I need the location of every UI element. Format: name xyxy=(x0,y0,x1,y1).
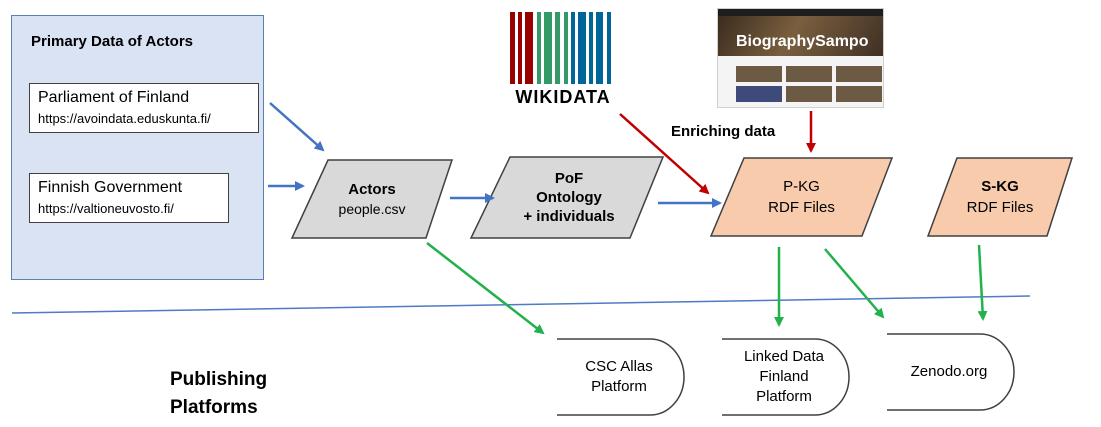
arrow-actors-to-csc xyxy=(426,242,545,335)
parliament-url[interactable]: https://avoindata.eduskunta.fi/ xyxy=(38,111,211,126)
arrow-parliament-to-actors xyxy=(269,102,325,152)
ontology-label-group: PoF Ontology + individuals xyxy=(475,157,663,238)
actors-label-group: Actors people.csv xyxy=(292,160,452,238)
biographysampo-title: BiographySampo xyxy=(736,33,869,50)
wikidata-barcode-icon xyxy=(510,12,611,84)
linked-data-finland-label: Linked Data Finland Platform xyxy=(722,339,846,415)
ontology-parallelogram xyxy=(469,156,665,239)
pkg-parallelogram xyxy=(709,157,894,237)
linked-data-line-3: Platform xyxy=(756,388,812,405)
arrow-skg-to-zenodo xyxy=(977,244,988,321)
csc-allas-line-1: CSC Allas xyxy=(585,358,653,375)
csc-allas-label: CSC Allas Platform xyxy=(557,339,681,415)
pkg-label-group: P-KG RDF Files xyxy=(711,158,892,236)
biographysampo-tile xyxy=(836,66,882,82)
section-divider-line xyxy=(11,295,1031,314)
government-url[interactable]: https://valtioneuvosto.fi/ xyxy=(38,201,174,216)
wikidata-wordmark: WIKIDATA xyxy=(515,87,611,107)
skg-subtitle: RDF Files xyxy=(966,199,1034,216)
skg-label-group: S-KG RDF Files xyxy=(928,158,1072,236)
ontology-line-2: Ontology xyxy=(536,189,602,206)
linked-data-finland-shape xyxy=(722,338,850,416)
biographysampo-tile xyxy=(786,66,832,82)
ontology-line-3: + individuals xyxy=(523,208,615,225)
csc-allas-shape xyxy=(557,338,685,416)
zenodo-label: Zenodo.org xyxy=(887,334,1011,410)
biographysampo-screenshot: BiographySampo xyxy=(717,8,884,108)
primary-data-title: Primary Data of Actors xyxy=(31,33,193,50)
biographysampo-tile xyxy=(736,66,782,82)
pkg-title: P-KG xyxy=(783,178,820,195)
parliament-name: Parliament of Finland xyxy=(38,89,190,106)
primary-data-panel xyxy=(11,15,264,280)
arrow-pkg-to-zenodo xyxy=(824,248,885,319)
pkg-subtitle: RDF Files xyxy=(768,199,835,216)
zenodo-shape xyxy=(887,333,1015,411)
government-source-box: Finnish Government https://valtioneuvost… xyxy=(29,173,229,223)
linked-data-line-2: Finland xyxy=(759,368,809,385)
enriching-data-label: Enriching data xyxy=(671,123,776,140)
wikidata-logo: WIKIDATA xyxy=(508,12,618,107)
skg-title: S-KG xyxy=(981,178,1019,195)
biographysampo-hero xyxy=(718,16,883,56)
government-name: Finnish Government xyxy=(38,179,183,196)
biographysampo-tile xyxy=(786,86,832,102)
parliament-source-box: Parliament of Finland https://avoindata.… xyxy=(29,83,259,133)
publishing-platforms-label: Publishing Platforms xyxy=(170,366,267,422)
csc-allas-line-2: Platform xyxy=(591,378,647,395)
zenodo-line-1: Zenodo.org xyxy=(910,363,988,380)
actors-file: people.csv xyxy=(338,201,406,217)
biographysampo-tile xyxy=(836,86,882,102)
arrow-wikidata-to-pkg xyxy=(619,113,710,195)
biographysampo-tile xyxy=(736,86,782,102)
actors-title: Actors xyxy=(348,181,396,198)
publishing-line-1: Publishing xyxy=(170,369,268,390)
publishing-line-2: Platforms xyxy=(170,397,258,418)
ontology-line-1: PoF xyxy=(554,170,584,187)
biographysampo-topbar xyxy=(718,9,883,16)
linked-data-line-1: Linked Data xyxy=(743,348,825,365)
actors-parallelogram xyxy=(290,159,454,239)
skg-parallelogram xyxy=(926,157,1074,237)
